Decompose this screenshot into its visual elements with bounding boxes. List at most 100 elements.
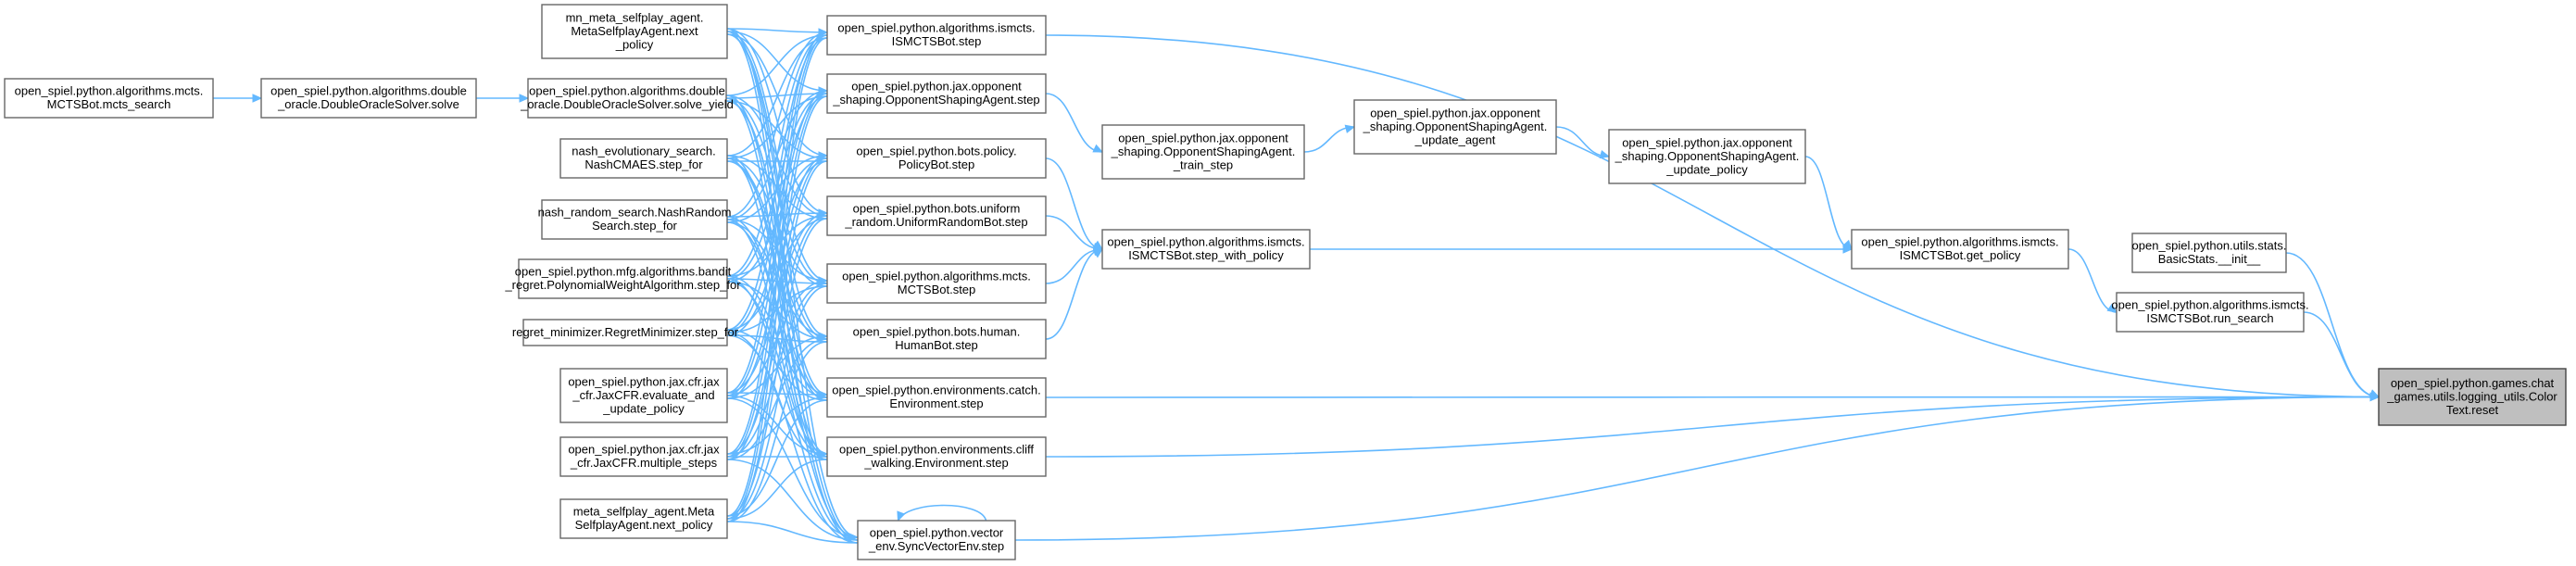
node-label-line: BasicStats.__init__ bbox=[2158, 252, 2261, 266]
fan-edge-mn_meta-to-uniform_step bbox=[726, 28, 828, 214]
fan-edge-meta_next-to-policy_step bbox=[726, 160, 828, 522]
fan-edge-mn_meta-to-os_step bbox=[726, 31, 828, 92]
node-box-mn_meta bbox=[541, 4, 728, 59]
edge-os_step-to-train_step bbox=[1045, 93, 1103, 153]
edge-train_step-to-update_agent-arrowhead bbox=[1344, 124, 1356, 133]
fan-edge-mn_meta-to-ismcts_step bbox=[726, 28, 828, 33]
fan-edge-jaxcfr_multi-to-vector_step bbox=[726, 459, 859, 541]
node-policy_step[interactable]: open_spiel.python.bots.policy.PolicyBot.… bbox=[826, 138, 1047, 179]
edge-mcts_step-to-step_with_policy bbox=[1045, 248, 1103, 284]
node-nash_random[interactable]: nash_random_search.NashRandomSearch.step… bbox=[538, 199, 732, 240]
node-box-update_agent bbox=[1353, 99, 1557, 155]
node-label-line: Text.reset bbox=[2446, 403, 2499, 417]
fan-edge-mn_meta-to-mcts_step bbox=[726, 31, 828, 282]
node-label-line: open_spiel.python.environments.catch. bbox=[832, 384, 1040, 397]
node-label-line: _policy bbox=[615, 37, 654, 51]
edge-update_policy-to-get_policy bbox=[1804, 156, 1853, 250]
nodes-layer: open_spiel.python.games.chat_games.utils… bbox=[4, 4, 2567, 560]
edge-catch_step-to-root bbox=[1045, 396, 2380, 398]
node-box-cliff_step bbox=[826, 436, 1047, 477]
node-nash_evo[interactable]: nash_evolutionary_search.NashCMAES.step_… bbox=[559, 138, 728, 179]
edge-vector_step-to-root bbox=[1014, 396, 2380, 541]
node-meta_next[interactable]: meta_selfplay_agent.MetaSelfplayAgent.ne… bbox=[559, 498, 728, 539]
node-catch_step[interactable]: open_spiel.python.environments.catch.Env… bbox=[826, 377, 1047, 418]
node-label-line: open_spiel.python.bots.human. bbox=[853, 325, 1021, 339]
node-label-line: NashCMAES.step_for bbox=[584, 157, 703, 171]
node-label-line: _walking.Environment.step bbox=[863, 456, 1008, 470]
fan-edge-solve_yield-to-policy_step bbox=[725, 100, 828, 159]
node-jaxcfr_multi[interactable]: open_spiel.python.jax.cfr.jax_cfr.JaxCFR… bbox=[559, 436, 728, 477]
edge-solve-to-solve_yield-arrowhead bbox=[519, 94, 530, 103]
node-box-policy_step bbox=[826, 138, 1047, 179]
node-box-catch_step bbox=[826, 377, 1047, 418]
node-mn_meta[interactable]: mn_meta_selfplay_agent.MetaSelfplayAgent… bbox=[541, 4, 728, 59]
node-label-line: nash_random_search.NashRandom bbox=[538, 206, 732, 220]
node-box-get_policy bbox=[1851, 229, 2069, 270]
fan-edge-regret_min-to-vector_step bbox=[726, 334, 859, 544]
node-label-line: _update_agent bbox=[1414, 132, 1496, 146]
node-label-line: _shaping.OpponentShapingAgent. bbox=[1363, 119, 1548, 133]
node-cliff_step[interactable]: open_spiel.python.environments.cliff_wal… bbox=[826, 436, 1047, 477]
node-os_step[interactable]: open_spiel.python.jax.opponent_shaping.O… bbox=[826, 73, 1047, 114]
node-vector_step[interactable]: open_spiel.python.vector_env.SyncVectorE… bbox=[857, 520, 1016, 560]
node-label-line: open_spiel.python.mfg.algorithms.bandit bbox=[515, 265, 732, 279]
node-basicstats[interactable]: open_spiel.python.utils.stats.BasicStats… bbox=[2131, 233, 2287, 273]
node-box-step_with_policy bbox=[1101, 229, 1311, 270]
node-label-line: open_spiel.python.jax.cfr.jax bbox=[568, 443, 720, 457]
node-label-line: _cfr.JaxCFR.evaluate_and bbox=[572, 388, 714, 402]
edge-step_with_policy-to-get_policy-arrowhead bbox=[1842, 245, 1853, 254]
node-label-line: HumanBot.step bbox=[895, 338, 978, 352]
node-box-nash_random bbox=[541, 199, 728, 240]
node-label-line: _shaping.OpponentShapingAgent.step bbox=[832, 93, 1039, 107]
node-label-line: open_spiel.python.jax.opponent bbox=[851, 80, 1022, 94]
node-train_step[interactable]: open_spiel.python.jax.opponent_shaping.O… bbox=[1101, 124, 1305, 180]
node-jaxcfr_eval[interactable]: open_spiel.python.jax.cfr.jax_cfr.JaxCFR… bbox=[559, 368, 728, 423]
node-box-uniform_step bbox=[826, 195, 1047, 236]
node-update_agent[interactable]: open_spiel.python.jax.opponent_shaping.O… bbox=[1353, 99, 1557, 155]
node-uniform_step[interactable]: open_spiel.python.bots.uniform_random.Un… bbox=[826, 195, 1047, 236]
node-ismcts_step[interactable]: open_spiel.python.algorithms.ismcts.ISMC… bbox=[826, 15, 1047, 56]
node-label-line: mn_meta_selfplay_agent. bbox=[566, 10, 704, 24]
node-label-line: PolicyBot.step bbox=[898, 157, 974, 171]
node-label-line: open_spiel.python.algorithms.mcts. bbox=[842, 270, 1031, 283]
node-get_policy[interactable]: open_spiel.python.algorithms.ismcts.ISMC… bbox=[1851, 229, 2069, 270]
node-box-root bbox=[2378, 368, 2567, 426]
node-root[interactable]: open_spiel.python.games.chat_games.utils… bbox=[2378, 368, 2567, 426]
node-run_search[interactable]: open_spiel.python.algorithms.ismcts.ISMC… bbox=[2111, 292, 2309, 333]
fan-edge-nash_random-to-ismcts_step bbox=[726, 31, 828, 218]
fan-edge-mn_meta-to-policy_step bbox=[726, 33, 828, 157]
node-label-line: open_spiel.python.jax.opponent bbox=[1622, 135, 1792, 149]
edge-cliff_step-to-root bbox=[1045, 396, 2380, 458]
node-box-jaxcfr_eval bbox=[559, 368, 728, 423]
node-label-line: nash_evolutionary_search. bbox=[572, 145, 715, 158]
node-bandit[interactable]: open_spiel.python.mfg.algorithms.bandit_… bbox=[504, 258, 741, 299]
node-label-line: meta_selfplay_agent.Meta bbox=[573, 505, 715, 519]
node-box-os_step bbox=[826, 73, 1047, 114]
edge-update_agent-to-update_policy-arrowhead bbox=[1599, 149, 1611, 159]
fan-edge-solve_yield-to-os_step bbox=[725, 93, 828, 99]
node-solve_yield[interactable]: open_spiel.python.algorithms.double_orac… bbox=[520, 78, 734, 119]
node-box-mcts_search bbox=[4, 78, 214, 119]
node-mcts_search[interactable]: open_spiel.python.algorithms.mcts.MCTSBo… bbox=[4, 78, 214, 119]
node-box-run_search bbox=[2116, 292, 2305, 333]
node-update_policy[interactable]: open_spiel.python.jax.opponent_shaping.O… bbox=[1608, 129, 1806, 184]
node-label-line: open_spiel.python.jax.opponent bbox=[1118, 131, 1288, 145]
node-label-line: open_spiel.python.utils.stats. bbox=[2132, 239, 2287, 253]
fan-edge-regret_min-to-uniform_step bbox=[726, 218, 828, 331]
node-human_step[interactable]: open_spiel.python.bots.human.HumanBot.st… bbox=[826, 319, 1047, 359]
edge-policy_step-to-step_with_policy bbox=[1045, 157, 1103, 250]
node-label-line: open_spiel.python.algorithms.double bbox=[529, 84, 725, 98]
node-label-line: _random.UniformRandomBot.step bbox=[844, 215, 1027, 229]
fan-edge-nash_evo-to-vector_step bbox=[726, 160, 859, 544]
fan-edge-mn_meta-to-vector_step bbox=[726, 33, 859, 538]
edge-ismcts_step-to-root bbox=[1045, 34, 2380, 398]
node-step_with_policy[interactable]: open_spiel.python.algorithms.ismcts.ISMC… bbox=[1101, 229, 1311, 270]
node-box-solve bbox=[260, 78, 477, 119]
edge-mcts_search-to-solve-arrowhead bbox=[252, 94, 263, 103]
node-mcts_step[interactable]: open_spiel.python.algorithms.mcts.MCTSBo… bbox=[826, 263, 1047, 304]
node-solve[interactable]: open_spiel.python.algorithms.double_orac… bbox=[260, 78, 477, 119]
node-regret_min[interactable]: regret_minimizer.RegretMinimizer.step_fo… bbox=[512, 319, 739, 346]
node-box-update_policy bbox=[1608, 129, 1806, 184]
node-label-line: _oracle.DoubleOracleSolver.solve bbox=[277, 97, 459, 111]
